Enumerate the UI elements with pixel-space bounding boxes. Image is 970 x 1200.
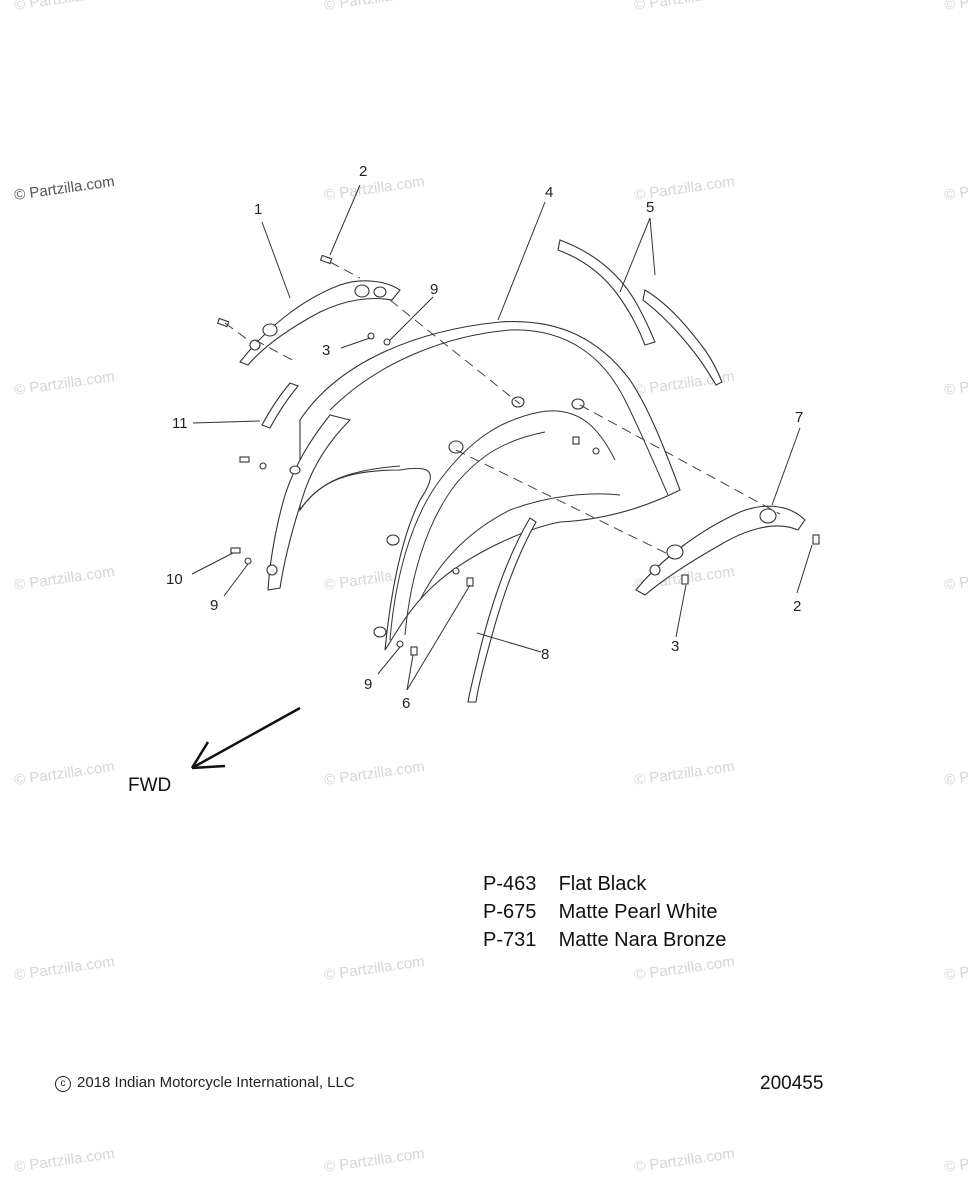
watermark-text: © Partzilla.com	[13, 953, 115, 984]
legend-row: P-463 Flat Black	[483, 870, 726, 898]
watermark-text: © Partzilla.com	[13, 0, 115, 14]
diagram-number: 200455	[760, 1073, 824, 1094]
watermark-text: © Partzilla.com	[13, 368, 115, 399]
watermark-text: © Partzilla.com	[633, 953, 735, 984]
alignment-lines	[224, 261, 781, 555]
callout-3-left: 3	[322, 342, 330, 359]
watermark-text: © Partzilla.com	[323, 173, 425, 204]
watermark-text: © Partzilla.com	[943, 953, 970, 984]
legend-row: P-731 Matte Nara Bronze	[483, 926, 726, 954]
callout-9-left: 9	[210, 597, 218, 614]
callout-2-right: 2	[793, 598, 801, 615]
callout-9-top: 9	[430, 281, 438, 298]
legend-row: P-675 Matte Pearl White	[483, 898, 726, 926]
legend-name: Matte Pearl White	[558, 901, 718, 923]
callout-2-top: 2	[359, 163, 367, 180]
lower-trim-strip	[467, 517, 537, 703]
right-rail	[635, 505, 806, 596]
watermark-text: © Partzilla.com	[13, 1145, 115, 1176]
fwd-label: FWD	[128, 775, 172, 796]
fender-side-bracket	[266, 414, 352, 591]
watermark-text: © Partzilla.com	[943, 173, 970, 204]
watermark-text: © Partzilla.com	[13, 173, 115, 204]
legend-code: P-675	[483, 901, 537, 923]
watermark-text: © Partzilla.com	[323, 0, 425, 14]
fasteners	[216, 254, 820, 656]
callout-1: 1	[254, 201, 262, 218]
watermark-text: © Partzilla.com	[323, 758, 425, 789]
watermark-text: © Partzilla.com	[633, 758, 735, 789]
leader-lines	[191, 184, 813, 691]
copyright-icon: c	[55, 1076, 71, 1092]
paint-legend: P-463 Flat Black P-675 Matte Pearl White…	[483, 870, 726, 954]
watermark-text: © Partzilla.com	[13, 563, 115, 594]
legend-name: Flat Black	[558, 873, 647, 895]
callout-10: 10	[166, 571, 183, 588]
legend-code: P-463	[483, 873, 537, 895]
callout-8: 8	[541, 646, 549, 663]
left-rail	[239, 280, 401, 366]
callout-11: 11	[172, 415, 188, 432]
watermark-text: © Partzilla.com	[943, 1145, 970, 1176]
watermark-text: © Partzilla.com	[943, 758, 970, 789]
watermark-text: © Partzilla.com	[323, 1145, 425, 1176]
watermark-text: © Partzilla.com	[13, 758, 115, 789]
trim-strips	[557, 239, 723, 386]
callout-9-bottom: 9	[364, 676, 372, 693]
watermark-text: © Partzilla.com	[943, 368, 970, 399]
callout-4: 4	[545, 184, 553, 201]
forward-arrow	[190, 706, 301, 770]
watermark-text: © Partzilla.com	[633, 0, 735, 14]
rear-fender	[299, 320, 681, 651]
callout-7: 7	[795, 409, 803, 426]
watermark-text: © Partzilla.com	[323, 953, 425, 984]
watermark-text: © Partzilla.com	[943, 563, 970, 594]
callout-3-right: 3	[671, 638, 679, 655]
legend-code: P-731	[483, 929, 537, 951]
callout-labels: 1 2 9 3 4 5 11 7 2 3 8 10 9 9 6	[166, 163, 803, 712]
copyright-notice: c 2018 Indian Motorcycle International, L…	[55, 1074, 355, 1092]
watermark-layer: © Partzilla.com © Partzilla.com © Partzill…	[13, 0, 970, 1176]
watermark-text: © Partzilla.com	[633, 1145, 735, 1176]
callout-5: 5	[646, 199, 654, 216]
watermark-text: © Partzilla.com	[943, 0, 970, 14]
legend-name: Matte Nara Bronze	[558, 929, 727, 951]
copyright-text: 2018 Indian Motorcycle International, LL…	[77, 1074, 355, 1091]
small-trim-piece	[261, 382, 299, 429]
callout-6: 6	[402, 695, 410, 712]
watermark-text: © Partzilla.com	[633, 368, 735, 399]
